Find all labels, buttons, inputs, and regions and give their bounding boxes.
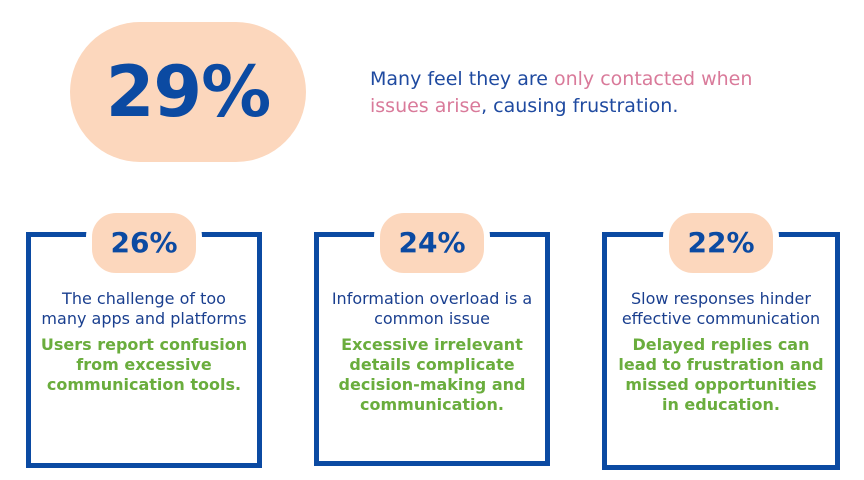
stat-percent: 26% — [110, 226, 178, 259]
stat-badge: 22% — [663, 207, 779, 279]
stat-card-overload: 24% Information overload is a common iss… — [314, 207, 550, 466]
card-title: Information overload is a common issue — [331, 289, 533, 328]
card-description: Users report confusion from excessive co… — [40, 335, 248, 394]
stat-badge: 24% — [374, 207, 490, 279]
hero-text-after: , causing frustration. — [481, 95, 679, 117]
card-title: The challenge of too many apps and platf… — [41, 289, 247, 328]
card-body: Information overload is a common issue E… — [327, 289, 537, 415]
card-title: Slow responses hinder effective communic… — [621, 289, 821, 328]
card-description: Delayed replies can lead to frustration … — [618, 335, 824, 414]
hero-text-highlight: only contacted when issues arise — [370, 68, 753, 117]
hero-percent: 29% — [105, 51, 272, 133]
stat-card-slow-responses: 22% Slow responses hinder effective comm… — [602, 207, 840, 470]
hero-text-before: Many feel they are — [370, 68, 554, 90]
hero-stat-pill: 29% — [70, 22, 306, 162]
card-body: The challenge of too many apps and platf… — [39, 289, 249, 395]
card-body: Slow responses hinder effective communic… — [615, 289, 827, 415]
stat-percent: 22% — [687, 226, 755, 259]
card-description: Excessive irrelevant details complicate … — [338, 335, 526, 414]
stat-percent: 24% — [398, 226, 466, 259]
stat-card-apps: 26% The challenge of too many apps and p… — [26, 207, 262, 468]
stat-badge: 26% — [86, 207, 202, 279]
hero-statement: Many feel they are only contacted when i… — [370, 66, 800, 120]
